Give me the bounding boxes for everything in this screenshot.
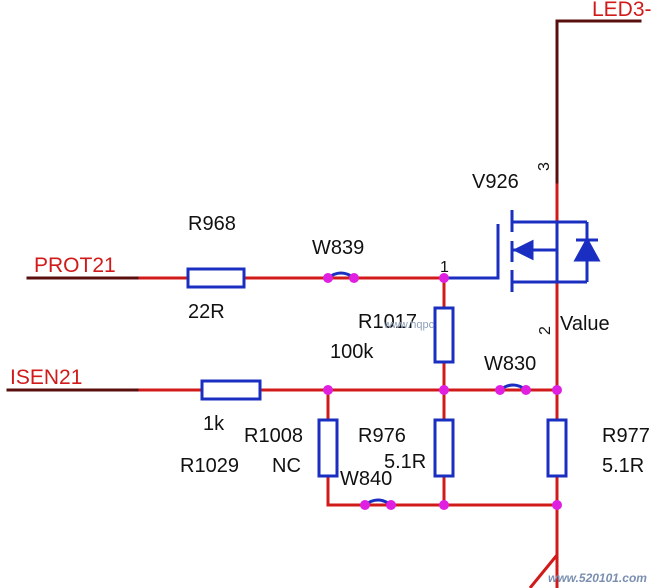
watermark-site: www.520101.com <box>548 571 647 585</box>
watermark-small: www.hqpc <box>383 319 435 331</box>
r976-value: 5.1R <box>384 451 426 473</box>
r977-value: 5.1R <box>602 455 644 477</box>
net-label-prot: PROT21 <box>34 254 116 277</box>
resistor-r976 <box>433 418 455 478</box>
r1029-ref: R1029 <box>180 455 239 477</box>
resistor-r1008 <box>317 418 339 478</box>
r977-ref: R977 <box>602 425 650 447</box>
w839-label: W839 <box>312 237 364 259</box>
r1008-ref: R1008 <box>244 425 303 447</box>
mosfet-pin-gate: 1 <box>440 259 449 276</box>
r1017-value: 100k <box>330 341 374 363</box>
r976-ref: R976 <box>358 425 406 447</box>
resistor-r968 <box>186 267 246 289</box>
r1029-value: 1k <box>203 413 225 435</box>
resistor-r1017 <box>433 306 455 364</box>
resistor-r977 <box>546 418 568 478</box>
resistor-r1029 <box>200 379 262 401</box>
junctions <box>323 273 562 510</box>
r1017-ref: R1017 <box>358 311 417 333</box>
mosfet-pin-drain: 3 <box>536 162 553 171</box>
resistors <box>186 267 568 478</box>
r1008-value: NC <box>272 455 301 477</box>
r968-value: 22R <box>188 301 225 323</box>
mosfet-v926 <box>496 210 601 292</box>
mosfet-value: Value <box>560 313 610 335</box>
w830-label: W830 <box>484 353 536 375</box>
net-label-isen: ISEN21 <box>10 366 82 389</box>
r968-ref: R968 <box>188 213 236 235</box>
w840-label: W840 <box>340 468 392 490</box>
wires <box>6 19 642 588</box>
mosfet-pin-source: 2 <box>537 326 554 335</box>
wire-bottom-stub <box>528 554 559 588</box>
net-label-led: LED3- <box>592 0 652 21</box>
mosfet-ref: V926 <box>472 171 519 193</box>
